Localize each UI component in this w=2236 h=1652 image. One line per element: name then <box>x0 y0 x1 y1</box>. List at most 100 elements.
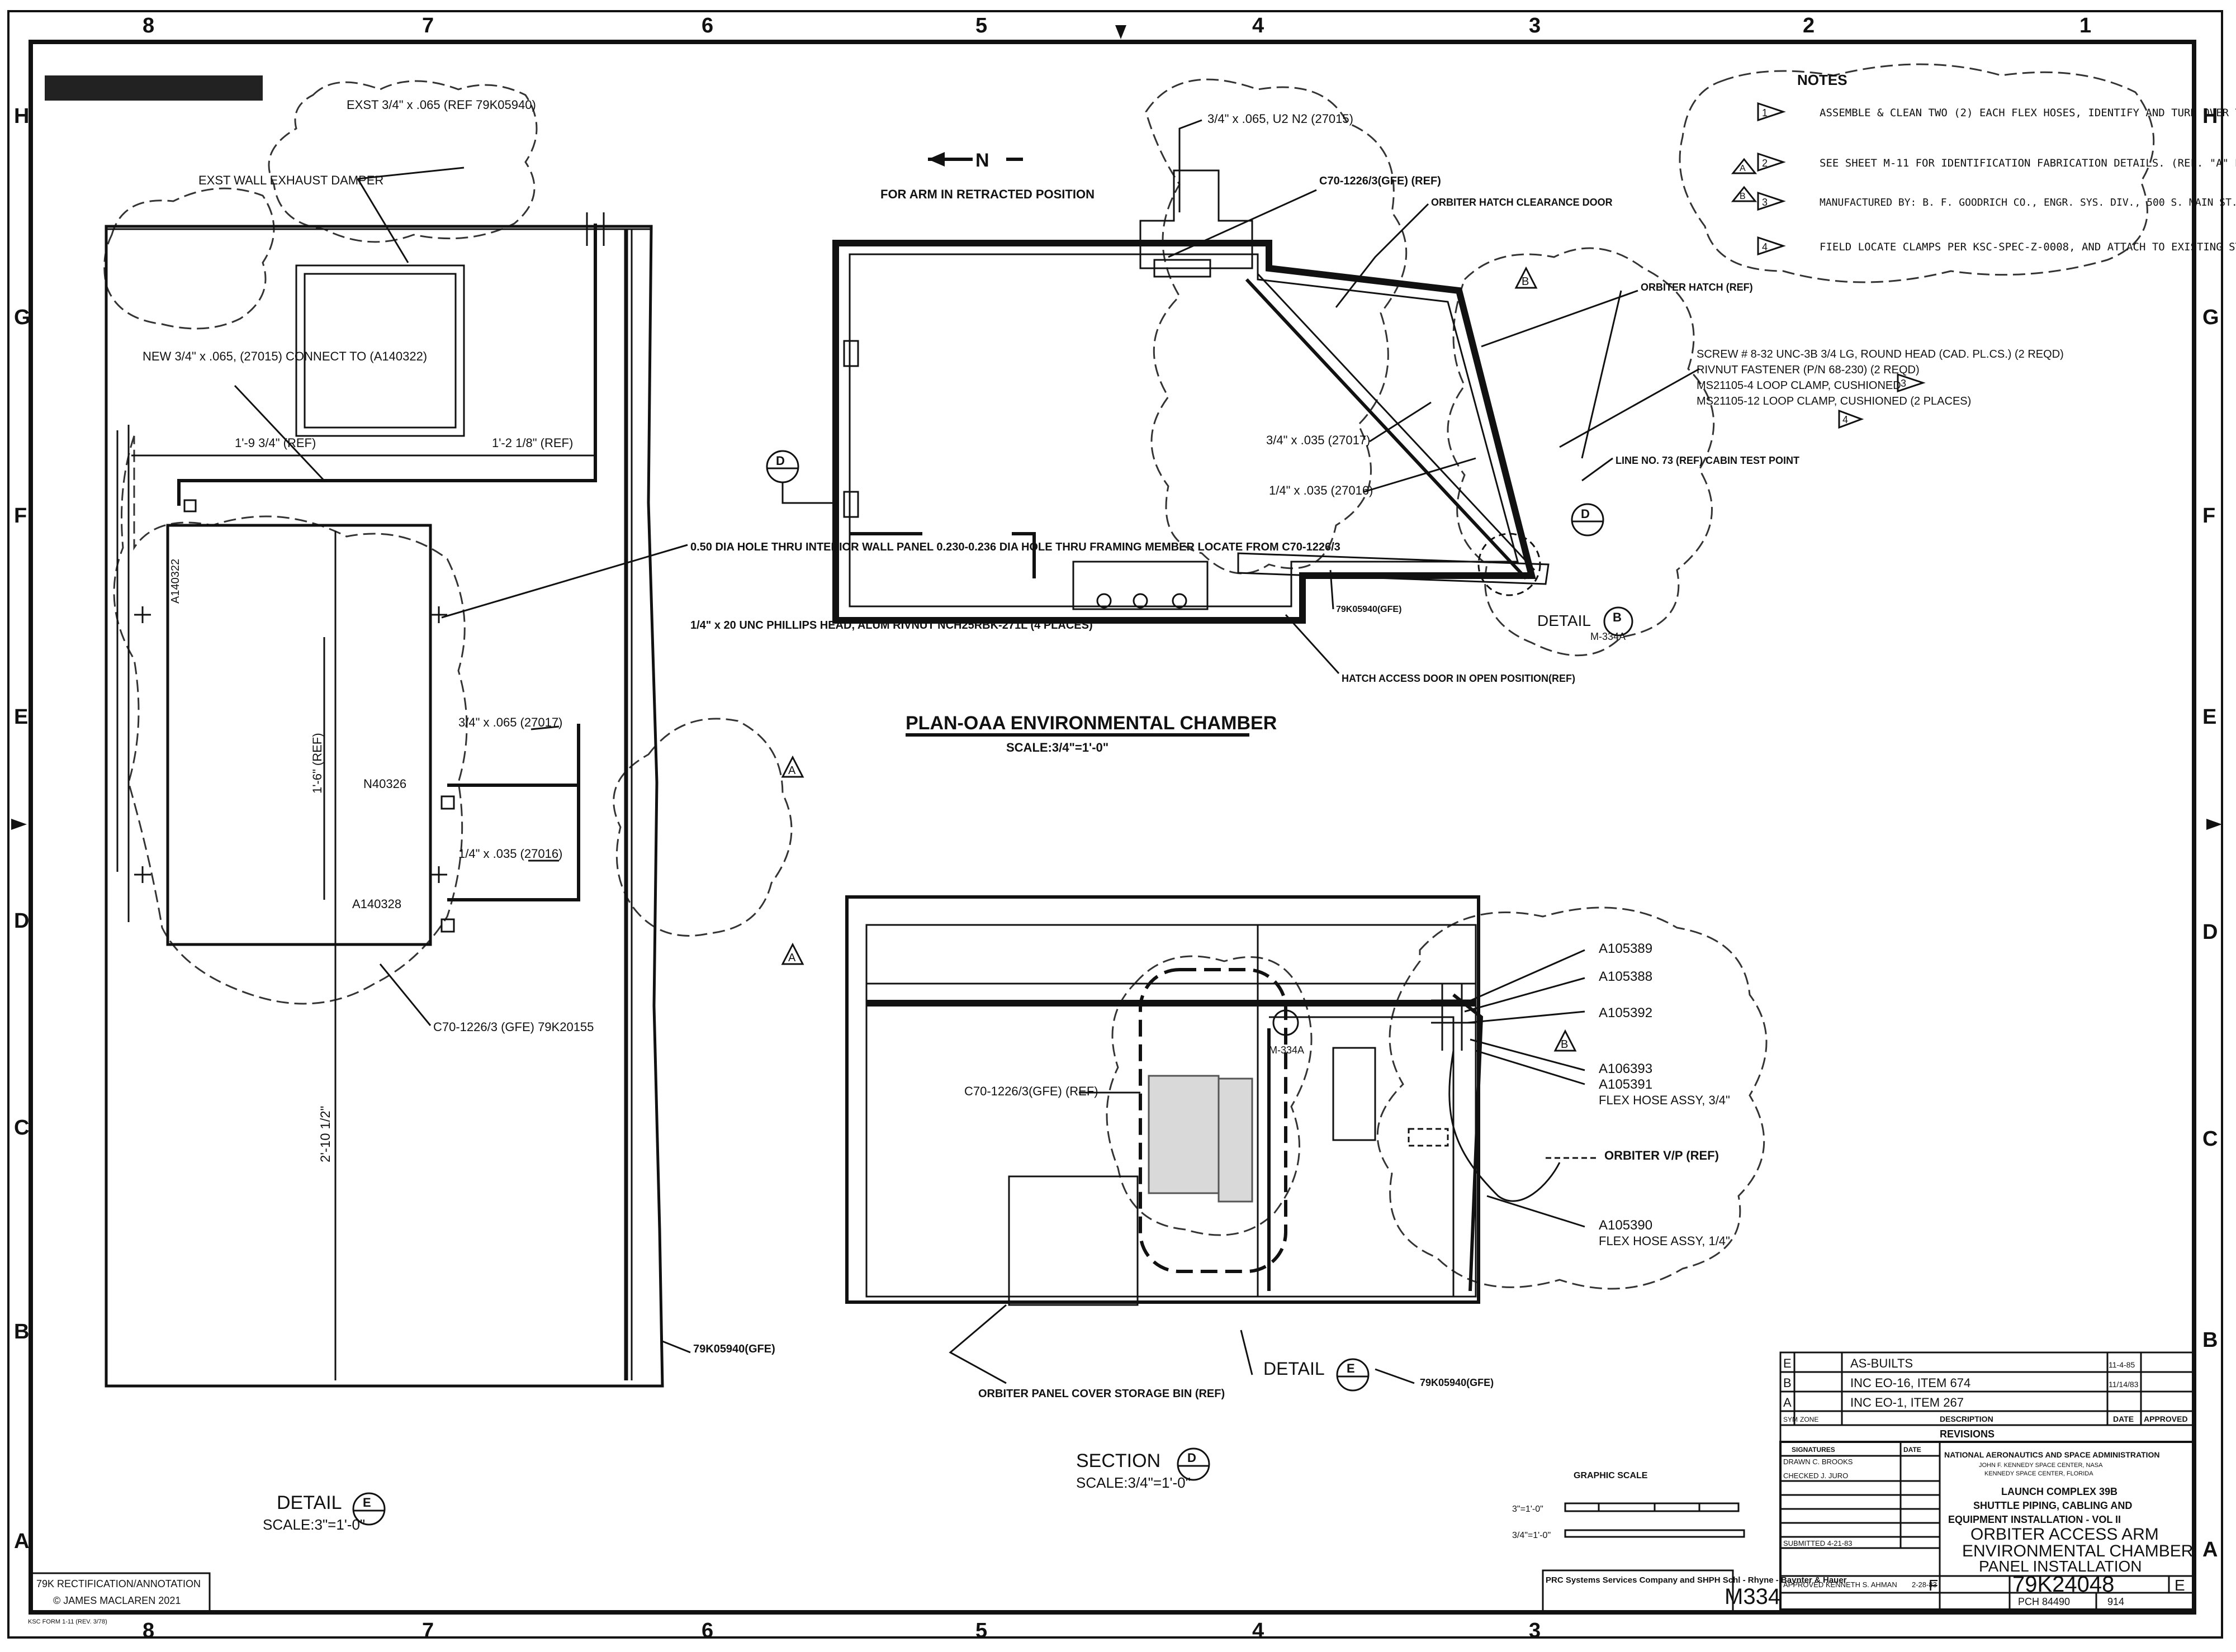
note-2: A 2 SEE SHEET M-11 FOR IDENTIFICATION FA… <box>1731 152 2236 174</box>
svg-text:GRAPHIC SCALE: GRAPHIC SCALE <box>1574 1471 1648 1480</box>
callout-damper: EXST WALL EXHAUST DAMPER <box>198 173 383 187</box>
callout-hole: 0.50 DIA HOLE THRU INTERIOR WALL PANEL 0… <box>690 541 1340 553</box>
svg-text:11-4-85: 11-4-85 <box>2109 1360 2135 1369</box>
svg-text:3: 3 <box>1901 378 1906 389</box>
zone-col-1: 1 <box>2079 14 2091 37</box>
zone-col-8: 8 <box>143 14 154 37</box>
svg-text:KENNEDY SPACE CENTER, FLORIDA: KENNEDY SPACE CENTER, FLORIDA <box>1984 1470 2093 1477</box>
zone-row-h: H <box>14 105 29 128</box>
title-line-1: LAUNCH COMPLEX 39B <box>2001 1486 2117 1497</box>
zone-row-a-right: A <box>2202 1538 2218 1561</box>
svg-text:B: B <box>1613 610 1622 624</box>
revision-a-desc: INC EO-1, ITEM 267 <box>1850 1395 1964 1409</box>
svg-text:F: F <box>1929 1577 1938 1594</box>
tag-a105391: A105391 <box>1599 1077 1652 1092</box>
zone-col-7: 7 <box>422 14 434 37</box>
tag-a140328: A140328 <box>352 897 401 911</box>
zone-col-6: 6 <box>702 14 713 37</box>
callout-tube-1-4: 1/4" x .035 (27016) <box>458 847 562 861</box>
note-3: B 3 MANUFACTURED BY: B. F. GOODRICH CO.,… <box>1731 186 2236 211</box>
title-line-3: EQUIPMENT INSTALLATION - VOL II <box>1948 1514 2121 1525</box>
svg-text:SEE SHEET M-11 FOR IDENTIFICAT: SEE SHEET M-11 FOR IDENTIFICATION FABRIC… <box>1820 157 2236 169</box>
graphic-scale: GRAPHIC SCALE 3"=1'-0" 3/4"=1'-0" <box>1512 1471 1745 1540</box>
zone-col-6-bottom: 6 <box>702 1619 713 1642</box>
section-d-view: A105389 A105388 A105392 A106393 A105391 … <box>845 895 1768 1491</box>
detail-e-title: DETAIL E SCALE:3"=1'-0" <box>263 1492 386 1533</box>
svg-text:B: B <box>1561 1038 1568 1051</box>
zone-col-4-bottom: 4 <box>1252 1619 1264 1642</box>
zone-col-5: 5 <box>975 14 987 37</box>
callout-tube-1-4-plan: 1/4" x .035 (27016) <box>1269 483 1373 497</box>
notes-title: NOTES <box>1797 72 1847 88</box>
svg-text:ZONE: ZONE <box>1800 1416 1818 1423</box>
svg-text:4: 4 <box>1842 414 1848 425</box>
plan-title: PLAN-OAA ENVIRONMENTAL CHAMBER <box>906 713 1277 734</box>
dim-1-2: 1'-2 1/8" (REF) <box>492 436 573 450</box>
zone-row-h-right: H <box>2202 105 2218 128</box>
svg-text:FIELD LOCATE CLAMPS PER KSC-SP: FIELD LOCATE CLAMPS PER KSC-SPEC-Z-0008,… <box>1820 241 2236 253</box>
svg-text:NATIONAL AERONAUTICS AND SPACE: NATIONAL AERONAUTICS AND SPACE ADMINISTR… <box>1944 1450 2160 1459</box>
center-arrow-top-icon <box>1115 25 1126 39</box>
callout-hatch-access: HATCH ACCESS DOOR IN OPEN POSITION(REF) <box>1342 673 1575 684</box>
callout-new-line: NEW 3/4" x .065, (27015) CONNECT TO (A14… <box>143 349 427 363</box>
svg-text:DESCRIPTION: DESCRIPTION <box>1940 1414 1993 1423</box>
section-marker-d-right: D <box>1571 503 1604 537</box>
zone-col-2: 2 <box>1803 14 1815 37</box>
tag-a105392: A105392 <box>1599 1005 1652 1020</box>
callout-c70: C70-1226/3 (GFE) 79K20155 <box>433 1020 594 1034</box>
zone-col-3-bottom: 3 <box>1529 1619 1541 1642</box>
title-block: SIGNATURES DATE DRAWN C. BROOKS CHECKED … <box>1779 1441 2195 1611</box>
dim-2-10: 2'-10 1/2" <box>318 1106 333 1162</box>
plan-view: N FOR ARM IN RETRACTED POSITION D <box>766 63 2155 754</box>
callout-flex-3-4: FLEX HOSE ASSY, 3/4" <box>1599 1093 1730 1107</box>
zone-row-g-right: G <box>2202 306 2219 329</box>
revisions-block: E AS-BUILTS 11-4-85 B INC EO-16, ITEM 67… <box>1779 1351 2195 1443</box>
center-arrow-left-icon <box>11 819 27 830</box>
callout-79k05940-plan: 79K05940(GFE) <box>1336 605 1401 614</box>
zone-row-a: A <box>14 1530 29 1553</box>
zone-row-c-right: C <box>2202 1127 2218 1151</box>
callout-line-73: LINE NO. 73 (REF) CABIN TEST POINT <box>1616 455 1799 466</box>
svg-text:APPROVED: APPROVED <box>2144 1414 2188 1423</box>
svg-text:3: 3 <box>1762 197 1768 208</box>
left-elevation-view: EXST 3/4" x .065 (REF 79K05940) EXST WAL… <box>103 80 1340 1388</box>
svg-text:APPROVED KENNETH S. AHMAN: APPROVED KENNETH S. AHMAN <box>1783 1580 1897 1589</box>
callout-c70-section: C70-1226/3(GFE) (REF) <box>964 1084 1098 1098</box>
svg-text:4: 4 <box>1762 241 1768 253</box>
zone-row-b: B <box>14 1320 29 1344</box>
tag-a140322: A140322 <box>169 559 182 604</box>
svg-text:JOHN F. KENNEDY SPACE CENTER,: JOHN F. KENNEDY SPACE CENTER, NASA <box>1979 1462 2103 1469</box>
svg-text:DETAIL: DETAIL <box>1537 612 1591 629</box>
revision-b-desc: INC EO-16, ITEM 674 <box>1850 1376 1970 1390</box>
svg-text:D: D <box>776 454 785 468</box>
zone-row-d: D <box>14 909 29 933</box>
rev-triangle-b-section: B <box>1553 1029 1577 1052</box>
zone-row-d-right: D <box>2202 920 2218 944</box>
svg-text:DETAIL: DETAIL <box>277 1492 342 1513</box>
zone-row-f: F <box>14 504 27 528</box>
zone-column-markers: 8 7 6 5 4 3 2 1 8 7 6 5 4 3 <box>143 14 2091 1642</box>
watermark-box: 79K RECTIFICATION/ANNOTATION © JAMES MAC… <box>30 1572 211 1612</box>
tag-a105390: A105390 <box>1599 1218 1652 1233</box>
svg-text:PRC Systems Services Company a: PRC Systems Services Company and SHPH Sc… <box>1546 1575 1847 1585</box>
legal-notice-block <box>45 75 263 101</box>
callout-exst-line: EXST 3/4" x .065 (REF 79K05940) <box>347 98 536 112</box>
sheet-ref: M334 <box>1725 1584 1780 1609</box>
callout-tube-3-4-plan: 3/4" x .035 (27017) <box>1266 433 1370 447</box>
rev-triangle-b: B <box>1514 266 1538 289</box>
svg-text:SIGNATURES: SIGNATURES <box>1792 1446 1835 1454</box>
svg-text:SYM: SYM <box>1783 1416 1798 1423</box>
title-line-6: PANEL INSTALLATION <box>1979 1558 2142 1575</box>
revision-e-desc: AS-BUILTS <box>1850 1356 1913 1370</box>
svg-text:ASSEMBLE & CLEAN TWO (2) EACH: ASSEMBLE & CLEAN TWO (2) EACH FLEX HOSES… <box>1820 107 2236 119</box>
tag-a106393: A106393 <box>1599 1061 1652 1076</box>
zone-row-e: E <box>14 705 28 729</box>
svg-text:11/14/83: 11/14/83 <box>2109 1380 2139 1389</box>
zone-col-5-bottom: 5 <box>975 1619 987 1642</box>
callout-storage-bin: ORBITER PANEL COVER STORAGE BIN (REF) <box>978 1388 1225 1400</box>
svg-text:DATE: DATE <box>2113 1414 2134 1423</box>
contractor-block: PRC Systems Services Company and SHPH Sc… <box>1542 1569 1847 1613</box>
svg-text:B: B <box>1783 1376 1792 1390</box>
svg-text:DATE: DATE <box>1903 1446 1921 1454</box>
dim-1-6: 1'-6" (REF) <box>310 733 324 794</box>
